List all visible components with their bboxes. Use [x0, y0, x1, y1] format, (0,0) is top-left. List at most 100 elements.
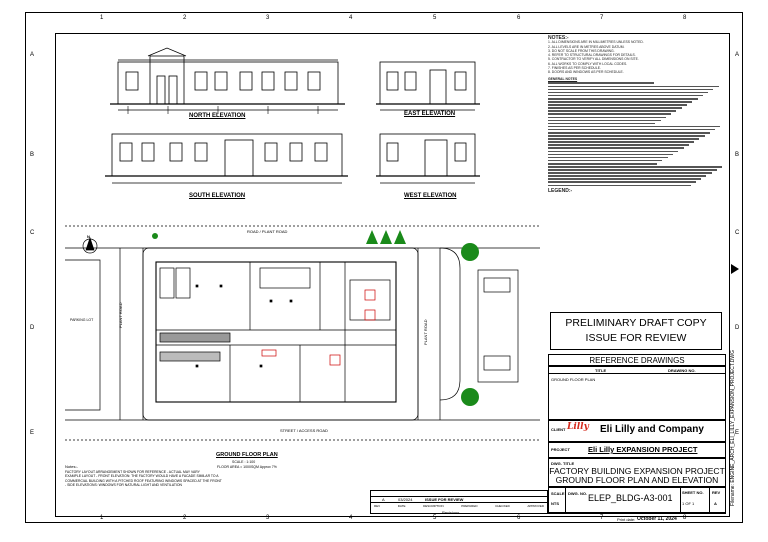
revision-header-cell: PREPARED — [461, 504, 478, 508]
notes-text-line — [548, 141, 695, 143]
grid-row-label: E — [30, 430, 35, 436]
revision-header-cell: REV — [374, 504, 381, 508]
notes-text-line — [548, 82, 654, 85]
grid-column-label: 2 — [183, 15, 187, 21]
east-elevation-drawing — [376, 61, 480, 111]
reference-col-title: TITLE — [595, 368, 607, 373]
notes-line: 2. ALL LEVELS ARE IN METRES ABOVE DATUM. — [548, 44, 625, 49]
revision-header-cell: APPROVED — [527, 504, 544, 508]
plan-note-line: EXAMPLE LAYOUT - FRONT ELEVATION: THE FA… — [65, 474, 219, 478]
road-label-top: ROAD / PLANT ROAD — [247, 229, 288, 234]
notes-text-line — [548, 178, 702, 180]
grid-row-label: E — [735, 430, 740, 436]
site-plan-drawing — [65, 225, 540, 441]
drawing-border — [25, 12, 743, 523]
notes-text-line — [548, 156, 668, 159]
notes-text-line — [548, 110, 677, 112]
notes-text-line — [548, 147, 684, 150]
south-elevation-title: SOUTH ELEVATION — [189, 193, 246, 199]
south-elevation-drawing — [105, 133, 348, 184]
sheet-label: SHEET NO. — [682, 490, 704, 495]
notes-text-line — [548, 138, 700, 140]
rev-label: REV — [712, 490, 721, 495]
grid-column-label: 1 — [100, 515, 104, 521]
grid-column-label: 5 — [433, 515, 437, 521]
north-elevation-title: NORTH ELEVATION — [189, 113, 246, 119]
notes-text-line — [548, 88, 714, 91]
west-elevation-title: WEST ELEVATION — [404, 193, 457, 199]
notes-text-line — [548, 166, 723, 168]
plan-title: GROUND FLOOR PLAN — [216, 452, 278, 458]
notes-text-line — [548, 91, 709, 94]
notes-text-line — [548, 122, 656, 125]
notes-text-line — [548, 175, 707, 177]
grid-column-label: 5 — [433, 15, 437, 21]
drawing-number: ELEP_BLDG-A3-001 — [588, 493, 673, 503]
plan-note-line: COMMERCIAL BUILDING WITH A PITCHED ROOF … — [65, 478, 222, 483]
sheet-value: 1 OF 1 — [682, 501, 695, 506]
west-elevation-drawing — [376, 133, 480, 184]
grid-column-label: 1 — [100, 15, 104, 21]
revision-header-cell: CHECKED — [495, 504, 510, 508]
reference-rows — [548, 374, 726, 420]
notes-text-line — [548, 94, 703, 97]
reference-title: REFERENCE DRAWINGS — [548, 354, 726, 366]
drawing-title-label: DWG. TITLE — [551, 461, 575, 466]
notes-line: 5. CONTRACTOR TO VERIFY ALL DIMENSIONS O… — [548, 57, 639, 62]
notes-text-line — [548, 181, 696, 184]
plan-note-line: FACTORY LAYOUT ARRANGEMENT SHOWN FOR REF… — [65, 469, 200, 474]
grid-row-label: A — [30, 52, 35, 58]
notes-text-line — [548, 184, 691, 187]
grid-row-label: D — [735, 325, 740, 331]
grid-column-label: 3 — [266, 15, 270, 21]
preliminary-stamp: PRELIMINARY DRAFT COPY ISSUE FOR REVIEW — [550, 312, 722, 350]
notes-text-line — [548, 169, 717, 171]
notes-heading: NOTES:- — [548, 35, 569, 41]
plan-scale: SCALE : 1:100 — [232, 460, 256, 464]
north-elevation-drawing — [110, 47, 345, 114]
divider — [680, 487, 681, 513]
north-arrow-label: N — [87, 234, 90, 239]
grid-row-label: B — [30, 152, 35, 158]
notes-text-line — [548, 104, 688, 106]
notes-text-line — [548, 159, 663, 162]
notes-text-line — [548, 85, 719, 88]
plan-notes: Notes:- FACTORY LAYOUT ARRANGEMENT SHOWN… — [65, 464, 365, 488]
grid-column-label: 2 — [183, 515, 187, 521]
notes-text-line — [548, 144, 689, 146]
notes-line: 3. DO NOT SCALE FROM THIS DRAWING. — [548, 48, 615, 53]
notes-text-line — [548, 119, 661, 122]
notes-text-line — [548, 101, 693, 103]
notes-line: 1. ALL DIMENSIONS ARE IN MILLIMETRES UNL… — [548, 40, 644, 45]
reference-header-row — [548, 366, 726, 374]
plant-road-left: PLANT ROAD — [118, 302, 123, 329]
grid-column-label: 7 — [600, 515, 604, 521]
drawing-title-1: FACTORY BUILDING EXPANSION PROJECT — [549, 466, 725, 476]
scale-label: SCALE — [551, 491, 565, 496]
project-label: PROJECT — [551, 447, 570, 452]
road-label-bottom: STREET / ACCESS ROAD — [280, 428, 328, 433]
notes-text-line — [548, 162, 658, 165]
drawing-title-2: GROUND FLOOR PLAN AND ELEVATION — [555, 475, 719, 485]
file-name-vertical: Filename: ENGINE_ARCH_ELI_LILLY_EXPANSIO… — [730, 349, 736, 506]
revision-header-cell: DATE — [397, 504, 406, 508]
notes-text-line — [548, 116, 666, 119]
scale-value: NTS — [551, 501, 559, 506]
notes-text-line — [548, 97, 698, 100]
notes-line: 6. ALL WORKS TO COMPLY WITH LOCAL CODES. — [548, 61, 628, 66]
grid-column-label: 8 — [683, 15, 687, 21]
general-notes: NOTES:- 1. ALL DIMENSIONS ARE IN MILLIME… — [548, 35, 724, 194]
notes-general-label: GENERAL NOTES — [548, 76, 578, 81]
rev-value: A — [714, 501, 717, 506]
divider — [565, 487, 566, 513]
notes-text-line — [548, 150, 679, 153]
plan-notes-heading: Notes:- — [65, 464, 78, 469]
plant-road-right: PLANT ROAD — [423, 319, 428, 346]
notes-text-line — [548, 113, 672, 115]
project-name: Eli Lilly EXPANSION PROJECT — [588, 445, 698, 454]
notes-text-line — [548, 135, 705, 137]
drawing-title-row — [548, 458, 726, 487]
notes-text-line — [548, 153, 673, 156]
grid-column-label: 6 — [517, 515, 521, 521]
